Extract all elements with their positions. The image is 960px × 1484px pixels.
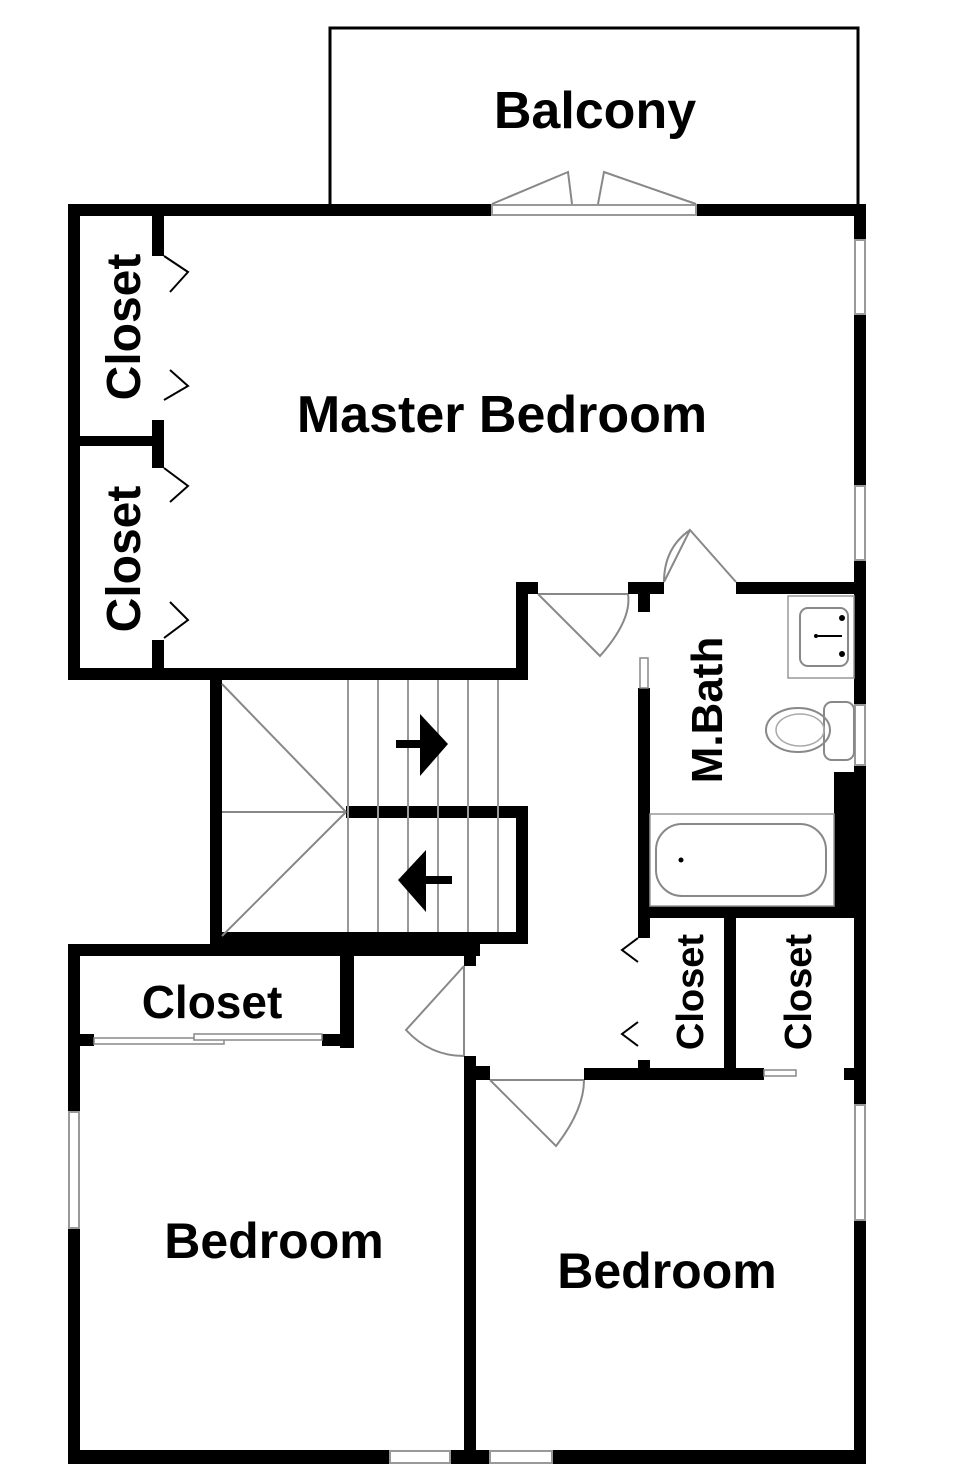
bathtub-icon xyxy=(649,813,835,907)
sink-icon xyxy=(787,595,855,679)
right-arrow-icon xyxy=(396,714,448,776)
room-label-hall-closet-1: Closet xyxy=(670,934,712,1050)
room-label-bedroom-1: Bedroom xyxy=(164,1213,383,1269)
room-label-master-closet-1: Closet xyxy=(98,254,151,401)
bath-fixtures xyxy=(649,595,855,907)
doors xyxy=(93,170,797,1148)
room-label-master-bedroom: Master Bedroom xyxy=(297,386,707,444)
windows xyxy=(68,204,866,1464)
room-label-master-bath: M.Bath xyxy=(683,637,732,784)
toilet-icon xyxy=(765,701,855,761)
left-arrow-icon xyxy=(398,850,452,912)
room-label-bedroom-2: Bedroom xyxy=(557,1243,776,1299)
room-label-bedroom-1-closet: Closet xyxy=(142,976,283,1028)
stairs xyxy=(221,680,499,937)
walls xyxy=(68,204,866,1464)
room-label-balcony: Balcony xyxy=(494,82,696,140)
room-label-master-closet-2: Closet xyxy=(98,486,151,633)
room-label-hall-closet-2: Closet xyxy=(778,934,820,1050)
